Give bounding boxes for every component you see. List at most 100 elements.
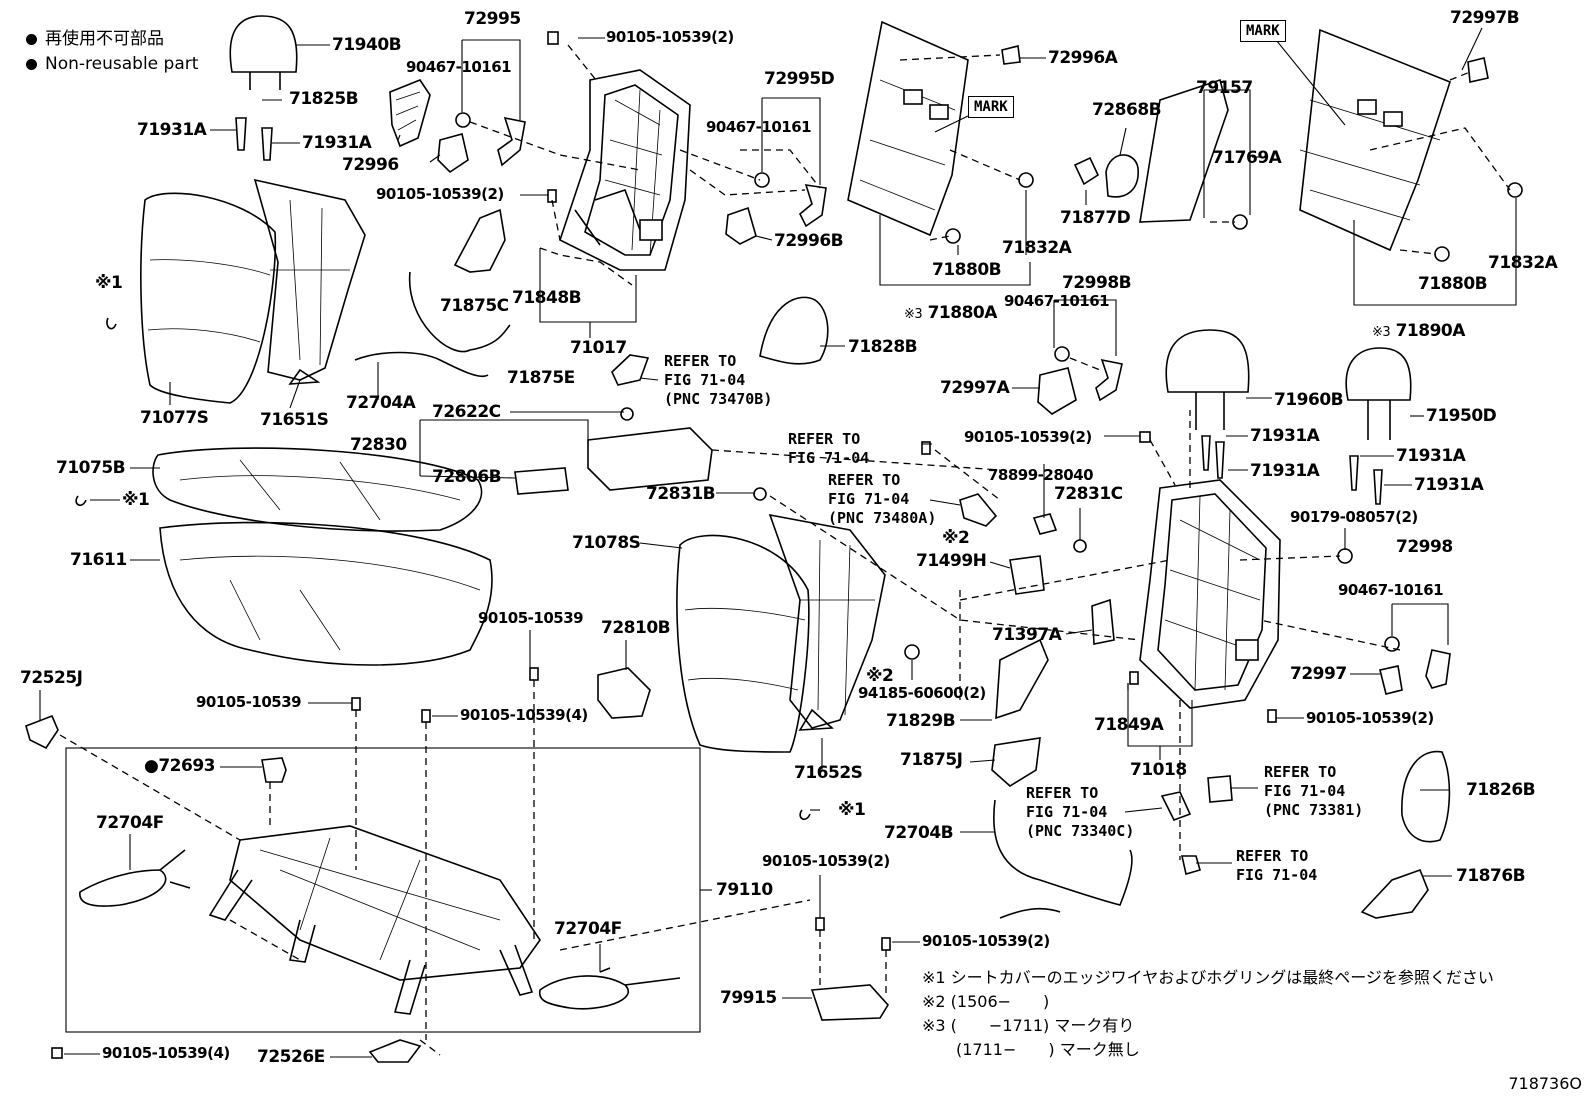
label-72997b: 72997B [1450, 8, 1520, 28]
label-90105-j: 90105-10539(2) [1306, 709, 1434, 727]
label-note1-b: ※1 [122, 490, 150, 510]
note-2: ※2 (1506− ) [922, 992, 1050, 1011]
refer-to-fig-pnc-73470b: REFER TO FIG 71-04 (PNC 73470B) [664, 352, 773, 408]
label-90105-d: 90105-10539 [196, 693, 302, 711]
label-72525j: 72525J [20, 668, 83, 688]
label-71880a: ※3 71880A [904, 303, 997, 323]
figure-id: 718736O [1508, 1074, 1582, 1093]
label-72996a: 72996A [1048, 48, 1118, 68]
label-71075b: 71075B [56, 458, 126, 478]
note-3: ※3 ( −1711) マーク有り [922, 1016, 1135, 1035]
label-71826b: 71826B [1466, 780, 1536, 800]
refer-to-fig-1: REFER TO FIG 71-04 [788, 430, 870, 467]
label-79157: 79157 [1196, 78, 1253, 98]
label-94185: 94185-60600(2) [858, 684, 986, 702]
refer-to-fig-pnc-73480a: REFER TO FIG 71-04 (PNC 73480A) [828, 471, 937, 527]
label-90105-i: 90105-10539(2) [964, 428, 1092, 446]
label-72997: 72997 [1290, 664, 1347, 684]
label-71940b: 71940B [332, 35, 402, 55]
label-71849a: 71849A [1094, 715, 1164, 735]
label-71877d: 71877D [1060, 208, 1131, 228]
label-72995: 72995 [464, 9, 521, 29]
back-panel-71890a [1299, 28, 1523, 262]
label-90105-g: 90105-10539(2) [762, 852, 890, 870]
label-71832a-2: 71832A [1488, 253, 1558, 273]
label-71931a-1: 71931A [137, 120, 207, 140]
note-1: ※1 シートカバーのエッジワイヤおよびホグリングは最終ページを参照ください [922, 968, 1494, 987]
label-72831c: 72831C [1054, 484, 1123, 504]
label-71931a-4: 71931A [1250, 461, 1320, 481]
seat-frame-79110 [208, 757, 541, 1015]
label-72998: 72998 [1396, 537, 1453, 557]
label-71880b-1: 71880B [932, 260, 1002, 280]
label-72806b: 72806B [432, 467, 502, 487]
label-90105-b: 90105-10539(2) [376, 185, 504, 203]
label-71769a: 71769A [1212, 148, 1282, 168]
label-note1-a: ※1 [95, 273, 123, 293]
seat-frame-box [65, 747, 701, 1033]
label-79110: 79110 [716, 880, 773, 900]
label-90105-h: 90105-10539(2) [922, 932, 1050, 950]
label-71077s: 71077S [140, 408, 209, 428]
back-panel-71880a [847, 20, 1034, 244]
label-71825b: 71825B [289, 89, 359, 109]
seat-pad-71611 [159, 521, 493, 666]
label-72830: 72830 [350, 435, 407, 455]
mark-box-1: MARK [968, 96, 1014, 118]
label-71017: 71017 [570, 338, 627, 358]
label-71950d: 71950D [1426, 406, 1497, 426]
seatback-frame-71018 [1139, 479, 1281, 709]
label-79915: 79915 [720, 988, 777, 1008]
label-71880b-2: 71880B [1418, 274, 1488, 294]
label-72998b: 72998B [1062, 273, 1132, 293]
dashed-assembly-lines [59, 44, 1511, 1056]
bullet-icon [26, 58, 37, 70]
seatback-pad-71652s [768, 513, 886, 731]
label-72704a: 72704A [346, 393, 416, 413]
seatback-cover-71078s [676, 534, 810, 753]
headrest-71940b [229, 15, 298, 90]
label-71931a-3: 71931A [1250, 426, 1320, 446]
mark-box-2: MARK [1240, 20, 1286, 42]
label-note1-c: ※1 [838, 800, 866, 820]
label-72868b: 72868B [1092, 100, 1162, 120]
label-71875j: 71875J [900, 750, 963, 770]
note-4: (1711− ) マーク無し [956, 1040, 1140, 1059]
label-90105-a: 90105-10539(2) [606, 28, 734, 46]
label-71397a: 71397A [992, 625, 1062, 645]
label-71876b: 71876B [1456, 866, 1526, 886]
label-72704f-2: 72704F [554, 919, 622, 939]
seatback-pad-71651s [253, 178, 366, 385]
label-90105-f: 90105-10539(4) [102, 1044, 230, 1062]
label-71875e: 71875E [507, 368, 575, 388]
label-72996: 72996 [342, 155, 399, 175]
label-72831b: 72831B [646, 484, 716, 504]
label-71890a: ※3 71890A [1372, 321, 1465, 341]
label-78899: 78899-28040 [988, 466, 1094, 484]
label-90105-c: 90105-10539 [478, 609, 584, 627]
label-72995d: 72995D [764, 69, 835, 89]
label-72704b: 72704B [884, 823, 954, 843]
label-71652s: 71652S [794, 763, 863, 783]
refer-to-fig-2: REFER TO FIG 71-04 [1236, 847, 1318, 884]
seatback-frame-71017 [559, 69, 691, 271]
label-72622c: 72622C [432, 402, 501, 422]
refer-to-fig-pnc-73381: REFER TO FIG 71-04 (PNC 73381) [1264, 763, 1364, 819]
label-72704f-1: 72704F [96, 813, 164, 833]
bullet-icon: ● [144, 756, 159, 776]
bolts [51, 31, 1277, 1059]
label-90467-d: 90467-10161 [1338, 581, 1444, 599]
bullet-icon [26, 33, 37, 45]
label-90467-c: 90467-10161 [1004, 292, 1110, 310]
seatback-cover-71077s [140, 192, 277, 404]
label-note2-a: ※2 [942, 528, 970, 548]
leader-lines [39, 27, 1517, 1058]
seat-cover-71075b [152, 447, 483, 532]
label-71848b: 71848B [512, 288, 582, 308]
label-71651s: 71651S [260, 410, 329, 430]
label-72997a: 72997A [940, 378, 1010, 398]
legend-nonreusable-jp: 再使用不可部品 [26, 31, 164, 48]
label-71611: 71611 [70, 550, 127, 570]
